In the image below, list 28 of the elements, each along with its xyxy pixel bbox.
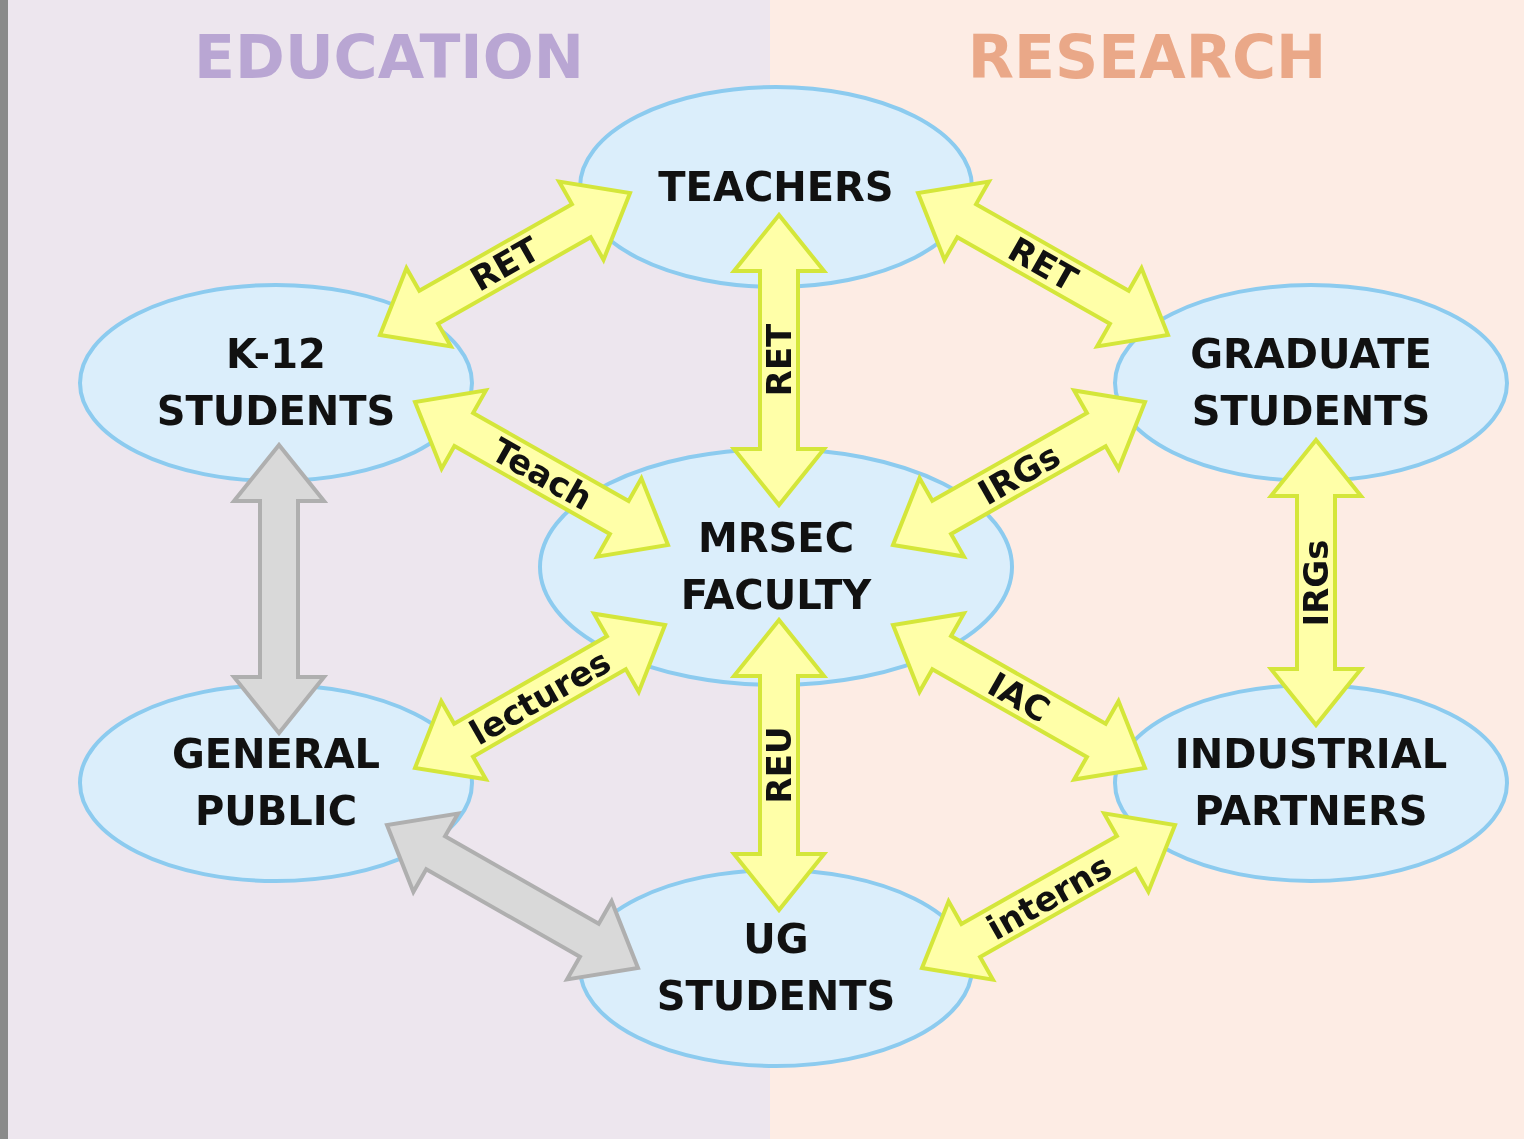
node-label: MRSEC FACULTY [679,514,873,620]
double-arrow [890,387,1148,560]
node-label: GENERAL PUBLIC [170,730,382,836]
edge-label: RET [464,230,546,298]
double-arrow [915,178,1171,350]
double-arrow [890,610,1148,783]
double-arrow [412,387,671,560]
node-label: INDUSTRIAL PARTNERS [1173,730,1449,836]
node-label: K-12 STUDENTS [155,330,397,436]
section-title: RESEARCH [966,22,1328,92]
edge-label: RET [761,323,797,397]
edge-label: IRGs [1298,539,1334,626]
edge-label: REU [761,726,797,804]
double-arrow [384,811,641,982]
edge-label: RET [1002,230,1084,298]
double-arrow [729,211,829,509]
node-label: UG STUDENTS [655,915,897,1021]
double-arrow [229,441,329,737]
double-arrow [729,616,829,914]
edge-label: IAC [982,665,1056,728]
double-arrow [1266,436,1366,729]
edge-label: IRGs [972,436,1066,511]
double-arrow [412,611,668,782]
section-title: EDUCATION [193,22,585,92]
node-label: TEACHERS [657,162,895,212]
double-arrow [377,178,633,350]
double-arrow [919,810,1178,983]
node-label: GRADUATE STUDENTS [1189,330,1433,436]
